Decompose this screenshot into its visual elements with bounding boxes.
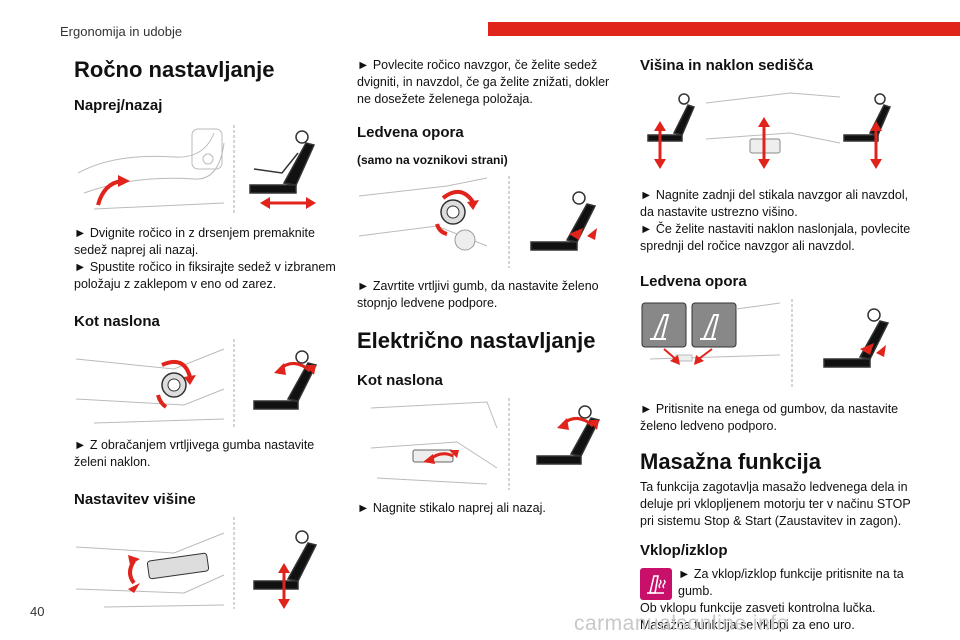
text-indicator-light: Ob vklopu funkcije zasveti kontrolna luč… bbox=[640, 601, 876, 615]
text-forward-back-2: ► Spustite ročico in fiksirajte sedež v … bbox=[74, 260, 336, 291]
massage-button[interactable] bbox=[640, 568, 672, 600]
text-massage-duration: Masažna funkcija se vklopi za eno uro. bbox=[640, 618, 855, 632]
text-lumbar-manual: ► Zavrtite vrtljivi gumb, da nastavite ž… bbox=[357, 279, 599, 310]
heading-electric-lumbar: Ledvena opora bbox=[640, 273, 747, 290]
heading-lumbar-support: Ledvena opora bbox=[357, 124, 464, 141]
heading-electric-backrest: Kot naslona bbox=[357, 372, 443, 389]
heading-forward-back: Naprej/nazaj bbox=[74, 97, 163, 114]
illustration-lumbar-manual bbox=[357, 176, 625, 268]
text-forward-back-1: ► Dvignite ročico in z drsenjem premakni… bbox=[74, 226, 315, 257]
section-title-manual: Ročno nastavljanje bbox=[74, 57, 275, 82]
column-manual-adjustment: Ročno nastavljanje Naprej/nazaj bbox=[74, 55, 336, 609]
heading-backrest-angle: Kot naslona bbox=[74, 313, 160, 330]
illustration-forward-back bbox=[74, 123, 336, 215]
illustration-height-adjust bbox=[74, 517, 336, 609]
column-height-massage: Višina in naklon sedišča bbox=[640, 55, 912, 634]
header-accent-bar bbox=[488, 22, 960, 36]
section-title-electric: Električno nastavljanje bbox=[357, 328, 596, 353]
page-number: 40 bbox=[30, 604, 45, 619]
text-seat-height: ► Nagnite zadnji del stikala navzgor ali… bbox=[640, 188, 909, 219]
breadcrumb: Ergonomija in udobje bbox=[60, 24, 183, 39]
watermark: carmanualsonline.info bbox=[574, 612, 789, 635]
heading-seat-height-tilt: Višina in naklon sedišča bbox=[640, 57, 814, 74]
illustration-seat-height-tilt bbox=[640, 83, 912, 175]
text-backrest-angle: ► Z obračanjem vrtljivega gumba nastavit… bbox=[74, 438, 315, 469]
text-on-off-press: ► Za vklop/izklop funkcije pritisnite na… bbox=[678, 567, 904, 598]
illustration-electric-backrest bbox=[357, 398, 625, 490]
massage-seat-icon bbox=[647, 575, 666, 594]
illustration-electric-lumbar bbox=[640, 299, 912, 389]
text-electric-lumbar: ► Pritisnite na enega od gumbov, da nast… bbox=[640, 402, 899, 433]
text-electric-backrest: ► Nagnite stikalo naprej ali nazaj. bbox=[357, 501, 546, 515]
text-massage-description: Ta funkcija zagotavlja masažo ledvenega … bbox=[640, 480, 911, 528]
text-height-adjust: ► Povlecite ročico navzgor, če želite se… bbox=[357, 58, 610, 106]
heading-on-off: Vklop/izklop bbox=[640, 542, 728, 559]
text-seat-tilt: ► Če želite nastaviti naklon naslonjala,… bbox=[640, 222, 911, 253]
heading-height-adjust: Nastavitev višine bbox=[74, 491, 196, 508]
section-title-massage: Masažna funkcija bbox=[640, 449, 821, 474]
illustration-backrest-angle bbox=[74, 339, 336, 427]
subheading-driver-only: (samo na voznikovi strani) bbox=[357, 153, 508, 167]
column-lumbar-electric: ► Povlecite ročico navzgor, če želite se… bbox=[357, 55, 625, 517]
